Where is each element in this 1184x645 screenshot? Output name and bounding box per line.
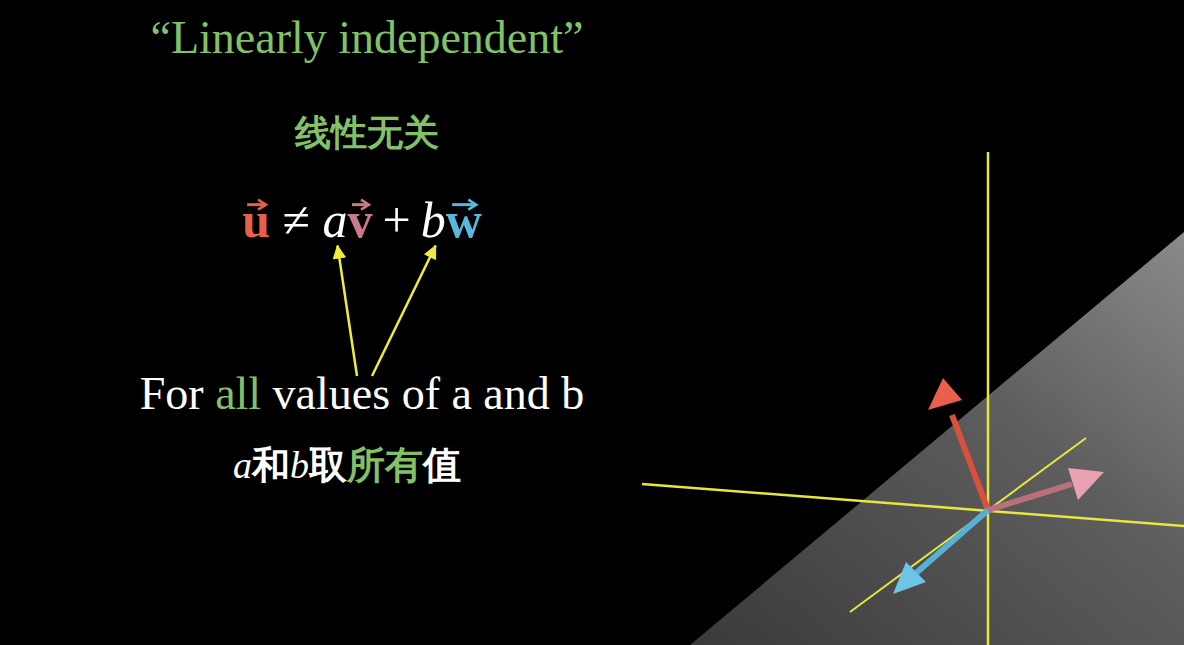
label-text: 所有 [347,444,423,488]
label-text: 取 [309,444,347,488]
vector-u [952,415,988,510]
label-text: all [215,368,261,421]
subtitle-chinese: 线性无关 [295,112,439,154]
x-axis [642,484,1184,526]
vector-u-head [928,378,962,410]
vector-w-head [893,562,926,594]
label-text: values of a and b [273,368,585,421]
vector-symbol: v [347,192,372,250]
vector-w [915,510,988,574]
label-text: 和 [252,444,290,488]
label-text: 值 [423,444,461,488]
pointer-arrow [337,246,357,377]
z-axis [987,152,990,645]
label-text: ≠ [283,192,310,250]
span-plane [690,232,1184,645]
label-text: b [290,444,309,488]
label-text: For [140,368,204,421]
label-text: a [322,192,347,250]
equation: u≠av+bw [242,192,482,250]
vector-symbol: w [446,192,482,250]
label-text: a [233,444,252,488]
quantifier-note: Forall values of a and b [140,368,585,421]
title: “Linearly independent” [151,12,584,65]
vector-v [988,484,1072,510]
label-text: + [382,192,410,250]
quantifier-chinese: a和b取所有值 [233,444,461,488]
label-text: 线性无关 [295,112,439,153]
label-text: b [421,192,446,250]
pointer-arrow [372,246,436,377]
vector-v-head [1068,468,1104,500]
title-text: “Linearly independent” [151,12,584,65]
vector-symbol: u [242,192,270,250]
